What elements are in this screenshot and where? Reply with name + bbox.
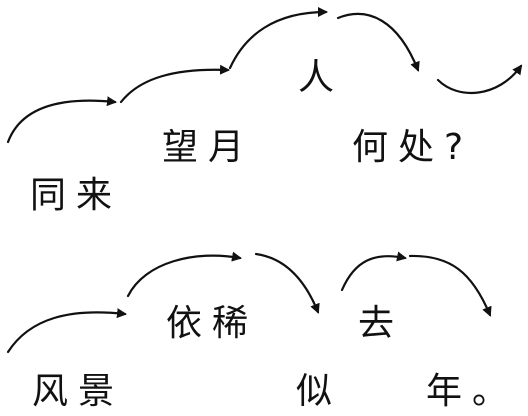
curved-arrow-icon	[6, 96, 117, 144]
poem-line1-word4: 何处?	[352, 127, 474, 168]
poem-line1-word1: 同来	[30, 175, 123, 216]
curved-arrow-icon	[340, 251, 407, 292]
poem-line2-word4: 去	[358, 303, 405, 344]
poem-line2-word1: 风景	[32, 371, 125, 412]
poem-line1-word2: 望月	[162, 127, 255, 168]
poem-line1-word3: 人	[298, 57, 345, 98]
curved-arrow-icon	[6, 308, 127, 354]
curved-arrow-icon	[254, 252, 320, 314]
curved-arrow-icon	[336, 12, 420, 72]
curved-arrow-icon	[408, 254, 492, 317]
curved-arrow-icon	[436, 64, 523, 94]
curved-arrow-icon	[119, 64, 230, 104]
curved-arrow-icon	[228, 7, 328, 70]
curved-arrow-icon	[126, 251, 242, 298]
poem-line2-word2: 依稀	[166, 303, 259, 344]
poem-line2-word3: 似	[296, 371, 343, 412]
poem-line2-word5: 年。	[426, 371, 519, 412]
